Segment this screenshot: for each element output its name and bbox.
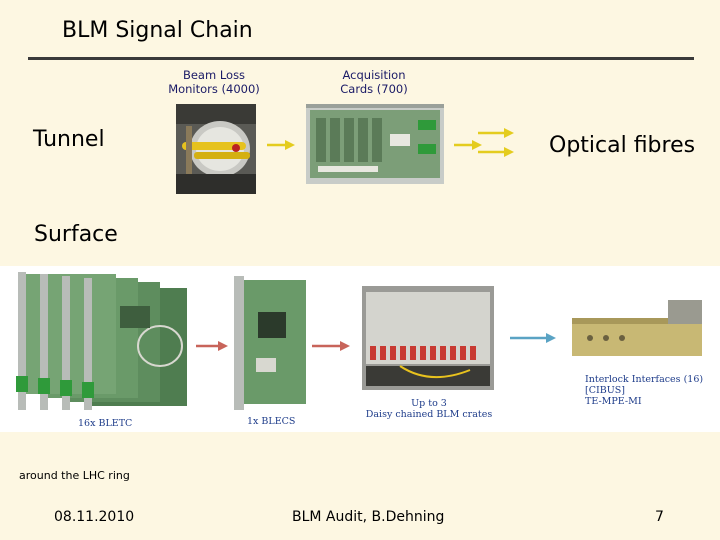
double-arrow-right-icon — [478, 128, 514, 138]
footer-author: BLM Audit, B.Dehning — [292, 509, 445, 525]
beam-loss-monitor-photo — [176, 104, 256, 194]
title-divider — [28, 57, 694, 60]
label-bletc: 16x BLETC — [78, 418, 133, 429]
surface-hardware-photo — [0, 266, 720, 432]
acquisition-card-photo — [306, 104, 444, 184]
label-line: Interlock Interfaces (16) — [585, 374, 704, 385]
arrow-right-icon — [267, 140, 295, 150]
label-line: Up to 3 — [411, 398, 447, 409]
label-surface: Surface — [34, 222, 118, 247]
caption-line: Monitors (4000) — [168, 82, 260, 96]
footer-date: 08.11.2010 — [54, 509, 135, 525]
caption-acquisition-cards: Acquisition Cards (700) — [325, 68, 423, 96]
caption-line: Acquisition — [342, 68, 406, 82]
double-arrow-right-icon — [478, 147, 514, 157]
label-line: Daisy chained BLM crates — [365, 409, 493, 420]
surface-hardware-illustration — [16, 272, 702, 410]
arrow-right-icon — [454, 140, 482, 150]
page-number: 7 — [655, 509, 664, 525]
slide-title: BLM Signal Chain — [62, 18, 253, 43]
label-tunnel: Tunnel — [33, 127, 105, 152]
label-blecs: 1x BLECS — [247, 416, 296, 427]
label-line: TE-MPE-MI — [585, 396, 642, 407]
caption-line: Cards (700) — [340, 82, 408, 96]
label-crates: Up to 3 Daisy chained BLM crates — [364, 398, 494, 420]
label-interlock-interfaces: Interlock Interfaces (16) [CIBUS] TE-MPE… — [585, 374, 703, 407]
label-line: [CIBUS] — [585, 385, 625, 396]
caption-line: Beam Loss — [182, 68, 246, 82]
label-around-ring: around the LHC ring — [19, 469, 130, 482]
caption-beam-loss-monitors: Beam Loss Monitors (4000) — [158, 68, 270, 96]
label-optical-fibres: Optical fibres — [549, 133, 696, 158]
